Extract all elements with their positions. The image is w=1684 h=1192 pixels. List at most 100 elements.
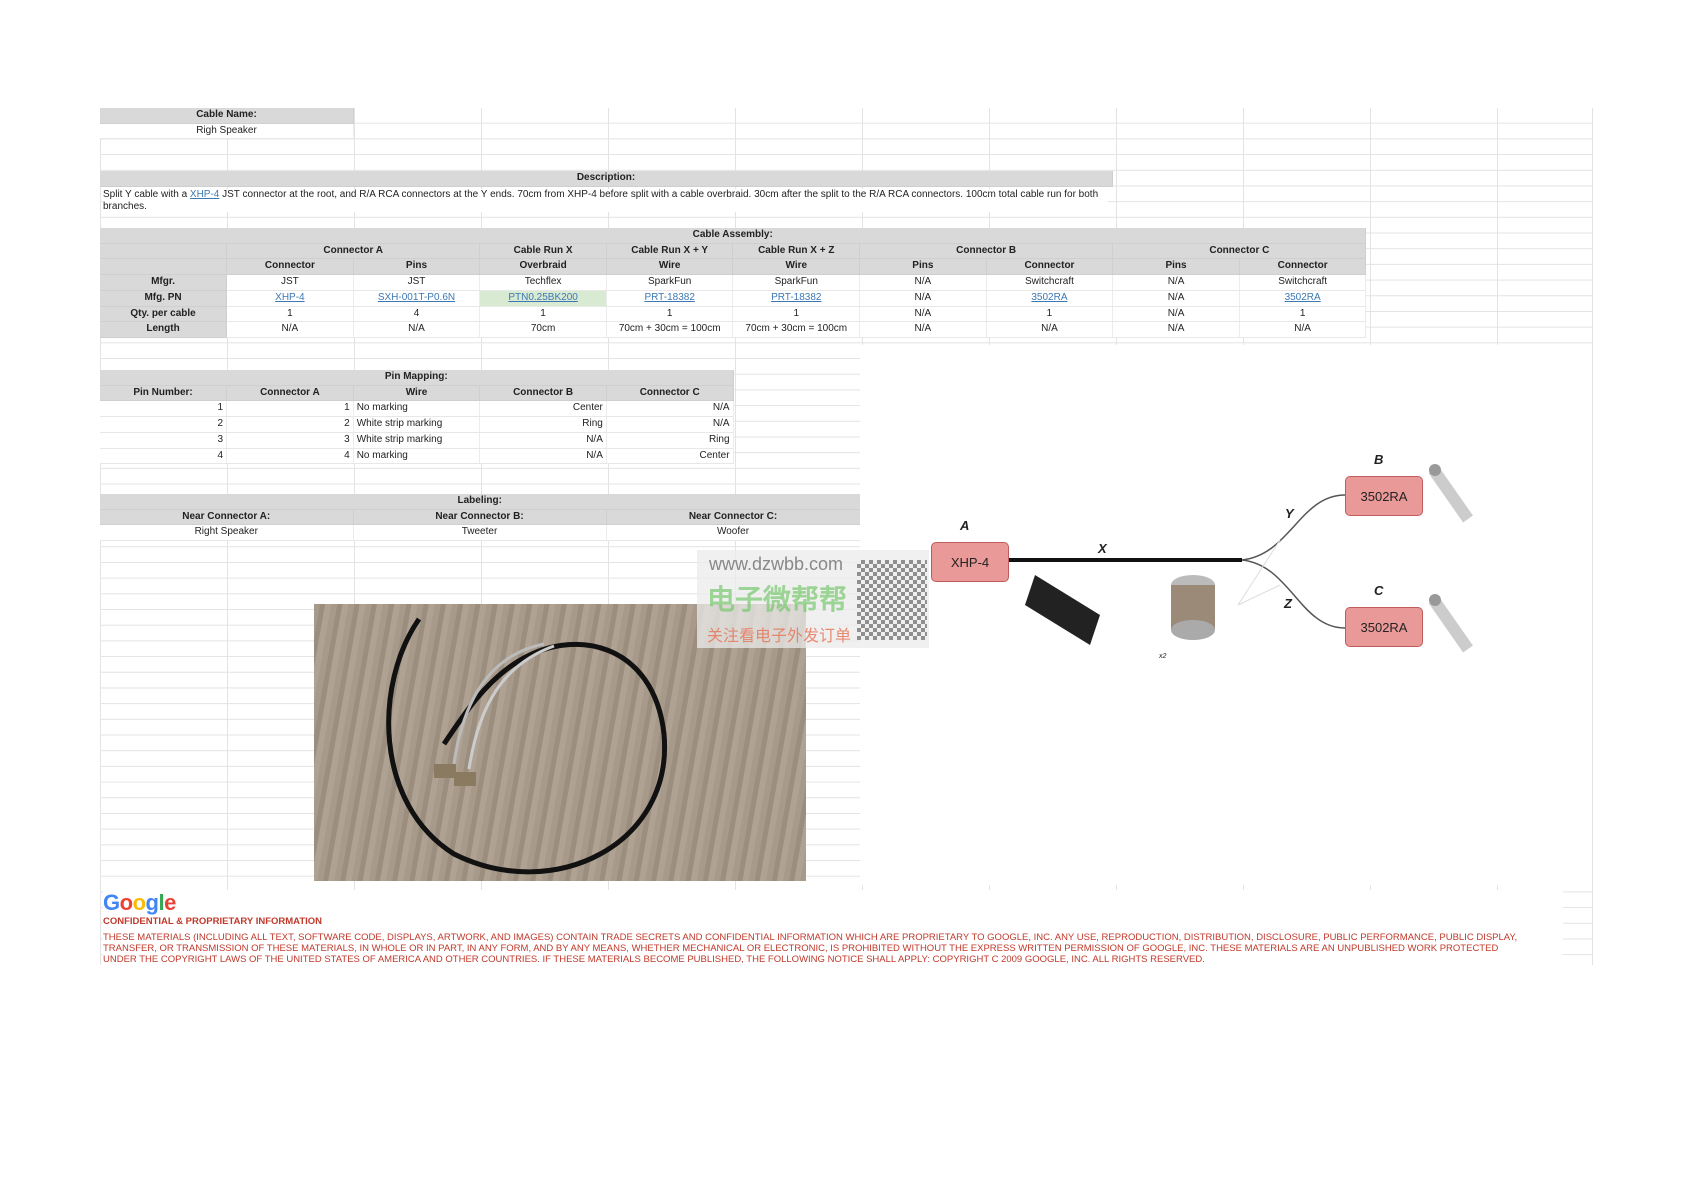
pin-cell[interactable]: Ring xyxy=(479,416,607,433)
pin-cell[interactable]: N/A xyxy=(479,432,607,449)
assembly-group-header[interactable]: Cable Run X + Z xyxy=(732,243,861,260)
pin-mapping-title[interactable]: Pin Mapping: xyxy=(100,370,734,386)
assembly-cell[interactable]: 70cm + 30cm = 100cm xyxy=(732,321,861,338)
assembly-cell[interactable]: N/A xyxy=(1112,274,1240,291)
pin-cell[interactable]: 4 xyxy=(100,448,228,465)
cable-photo xyxy=(314,604,806,881)
assembly-cell[interactable]: 1 xyxy=(606,306,734,323)
assembly-cell[interactable]: JST xyxy=(226,274,354,291)
assembly-subheader[interactable]: Connector xyxy=(986,258,1114,276)
labeling-header[interactable]: Near Connector B: xyxy=(353,509,607,526)
assembly-cell[interactable]: 1 xyxy=(226,306,354,323)
pin-cell[interactable]: No marking xyxy=(353,400,481,418)
assembly-cell[interactable]: N/A xyxy=(986,321,1114,338)
pin-header[interactable]: Connector B xyxy=(479,385,607,402)
assembly-title[interactable]: Cable Assembly: xyxy=(100,228,1367,244)
assembly-cell[interactable]: N/A xyxy=(1112,290,1240,307)
assembly-subheader[interactable]: Wire xyxy=(606,258,734,276)
pin-header[interactable]: Pin Number: xyxy=(100,385,228,402)
assembly-subheader[interactable]: Pins xyxy=(353,258,481,276)
assembly-cell-link[interactable]: PRT-18382 xyxy=(644,291,695,303)
cable-name-value[interactable]: Righ Speaker xyxy=(100,123,354,140)
assembly-cell[interactable]: Switchcraft xyxy=(986,274,1114,291)
pin-cell[interactable]: 2 xyxy=(100,416,228,433)
assembly-cell[interactable]: SparkFun xyxy=(732,274,861,291)
assembly-subheader[interactable]: Overbraid xyxy=(479,258,607,276)
assembly-row-label[interactable]: Length xyxy=(100,321,228,338)
assembly-corner[interactable] xyxy=(100,258,228,276)
pin-header[interactable]: Connector C xyxy=(606,385,734,402)
pin-cell[interactable]: White strip marking xyxy=(353,432,481,449)
assembly-subheader[interactable]: Connector xyxy=(226,258,354,276)
assembly-row-label[interactable]: Mfg. PN xyxy=(100,290,228,307)
assembly-cell[interactable]: 70cm xyxy=(479,321,607,338)
pin-cell[interactable]: N/A xyxy=(479,448,607,465)
assembly-cell[interactable]: 1 xyxy=(479,306,607,323)
assembly-group-header[interactable]: Connector A xyxy=(226,243,481,260)
assembly-cell[interactable]: Techflex xyxy=(479,274,607,291)
pin-cell[interactable]: No marking xyxy=(353,448,481,465)
assembly-cell-link[interactable]: SXH-001T-P0.6N xyxy=(377,291,456,303)
assembly-row-label[interactable]: Mfgr. xyxy=(100,274,228,291)
assembly-cell-link[interactable]: PTN0.25BK200 xyxy=(508,291,578,303)
pin-cell[interactable]: 3 xyxy=(100,432,228,449)
labeling-header[interactable]: Near Connector A: xyxy=(100,509,354,526)
assembly-cell[interactable]: N/A xyxy=(859,290,987,307)
assembly-cell[interactable]: N/A xyxy=(859,274,987,291)
assembly-cell[interactable]: 4 xyxy=(353,306,481,323)
assembly-cell[interactable]: N/A xyxy=(859,321,987,338)
description-text[interactable]: Split Y cable with a XHP-4 JST connector… xyxy=(103,189,1108,212)
pin-cell[interactable]: Center xyxy=(479,400,607,418)
pin-cell[interactable]: 4 xyxy=(226,448,354,465)
assembly-subheader[interactable]: Pins xyxy=(859,258,987,276)
assembly-cell[interactable]: Switchcraft xyxy=(1239,274,1367,291)
pin-cell[interactable]: N/A xyxy=(606,416,734,433)
labeling-value[interactable]: Woofer xyxy=(606,524,861,542)
pin-cell[interactable]: Ring xyxy=(606,432,734,449)
assembly-cell[interactable]: 1 xyxy=(1239,306,1367,323)
assembly-corner[interactable] xyxy=(100,243,228,260)
assembly-cell[interactable]: SparkFun xyxy=(606,274,734,291)
assembly-cell-link[interactable]: XHP-4 xyxy=(275,291,305,303)
assembly-cell-link[interactable]: PRT-18382 xyxy=(771,291,822,303)
assembly-subheader[interactable]: Connector xyxy=(1239,258,1367,276)
legal-notice: THESE MATERIALS (INCLUDING ALL TEXT, SOF… xyxy=(103,932,1518,965)
labeling-value[interactable]: Tweeter xyxy=(353,524,607,542)
assembly-cell[interactable]: N/A xyxy=(226,321,354,338)
pin-header[interactable]: Connector A xyxy=(226,385,354,402)
cable-name-label: Cable Name: xyxy=(100,108,354,124)
assembly-cell[interactable]: 1 xyxy=(986,306,1114,323)
assembly-cell[interactable]: N/A xyxy=(353,321,481,338)
assembly-group-header[interactable]: Connector B xyxy=(859,243,1114,260)
assembly-cell[interactable]: N/A xyxy=(1112,321,1240,338)
assembly-cell[interactable]: 70cm + 30cm = 100cm xyxy=(606,321,734,338)
pin-cell[interactable]: 1 xyxy=(226,400,354,418)
labeling-header[interactable]: Near Connector C: xyxy=(606,509,861,526)
assembly-cell[interactable]: N/A xyxy=(859,306,987,323)
assembly-group-header[interactable]: Cable Run X + Y xyxy=(606,243,734,260)
pin-cell[interactable]: Center xyxy=(606,448,734,465)
assembly-row-label[interactable]: Qty. per cable xyxy=(100,306,228,323)
cable-diagram: A X Y Z B C XHP-4 3502RA 3502RA x2 xyxy=(860,345,1592,885)
labeling-title[interactable]: Labeling: xyxy=(100,494,861,510)
pin-cell[interactable]: 2 xyxy=(226,416,354,433)
assembly-cell[interactable]: N/A xyxy=(1239,321,1367,338)
pin-header[interactable]: Wire xyxy=(353,385,481,402)
pin-cell[interactable]: 3 xyxy=(226,432,354,449)
assembly-cell-link[interactable]: 3502RA xyxy=(1284,291,1321,303)
assembly-group-header[interactable]: Cable Run X xyxy=(479,243,607,260)
labeling-value[interactable]: Right Speaker xyxy=(100,524,354,542)
assembly-cell[interactable]: 1 xyxy=(732,306,861,323)
assembly-group-header[interactable]: Connector C xyxy=(1112,243,1367,260)
pin-title-row: Pin Mapping: xyxy=(100,370,734,386)
xhp4-link[interactable]: XHP-4 xyxy=(189,189,220,200)
assembly-subheader[interactable]: Pins xyxy=(1112,258,1240,276)
pin-cell[interactable]: 1 xyxy=(100,400,228,418)
assembly-cell-link[interactable]: 3502RA xyxy=(1031,291,1068,303)
pin-cell[interactable]: White strip marking xyxy=(353,416,481,433)
assembly-cell[interactable]: JST xyxy=(353,274,481,291)
pin-cell[interactable]: N/A xyxy=(606,400,734,418)
assembly-subheader[interactable]: Wire xyxy=(732,258,861,276)
assembly-cell[interactable]: N/A xyxy=(1112,306,1240,323)
